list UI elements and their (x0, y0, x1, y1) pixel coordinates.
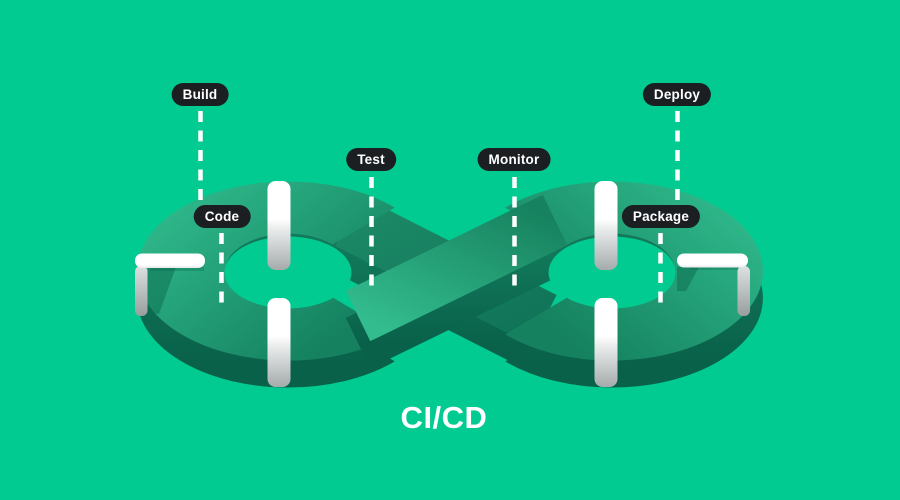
diagram-title: CI/CD (400, 400, 488, 435)
rising-band-top-surface (345, 194, 568, 342)
left-front-sleeve-marker (267, 298, 291, 387)
stage-badge-test: Test (346, 148, 396, 171)
right-cap-bar (677, 253, 748, 268)
right-front-sleeve-marker (594, 298, 618, 387)
right-cap-shadow (677, 267, 699, 291)
left-loop-top-surface (137, 181, 395, 361)
stage-badge-code: Code (193, 205, 251, 228)
right-loop-hole (548, 236, 676, 309)
left-cap-side-strip (135, 266, 148, 316)
stage-badge-monitor: Monitor (477, 148, 551, 171)
right-rear-sleeve-marker (594, 181, 618, 270)
stage-badge-package: Package (621, 205, 701, 228)
right-cap-shadow-line (690, 266, 738, 270)
left-rear-sleeve-marker (267, 181, 291, 270)
left-cap-shadow (147, 267, 176, 314)
left-cap-bar (135, 253, 205, 268)
left-cap-shadow-line (150, 267, 204, 271)
right-cap-side-strip (737, 266, 750, 316)
left-loop-hole (224, 236, 352, 309)
stage-badge-deploy: Deploy (642, 83, 712, 106)
stage-badge-build: Build (171, 83, 229, 106)
